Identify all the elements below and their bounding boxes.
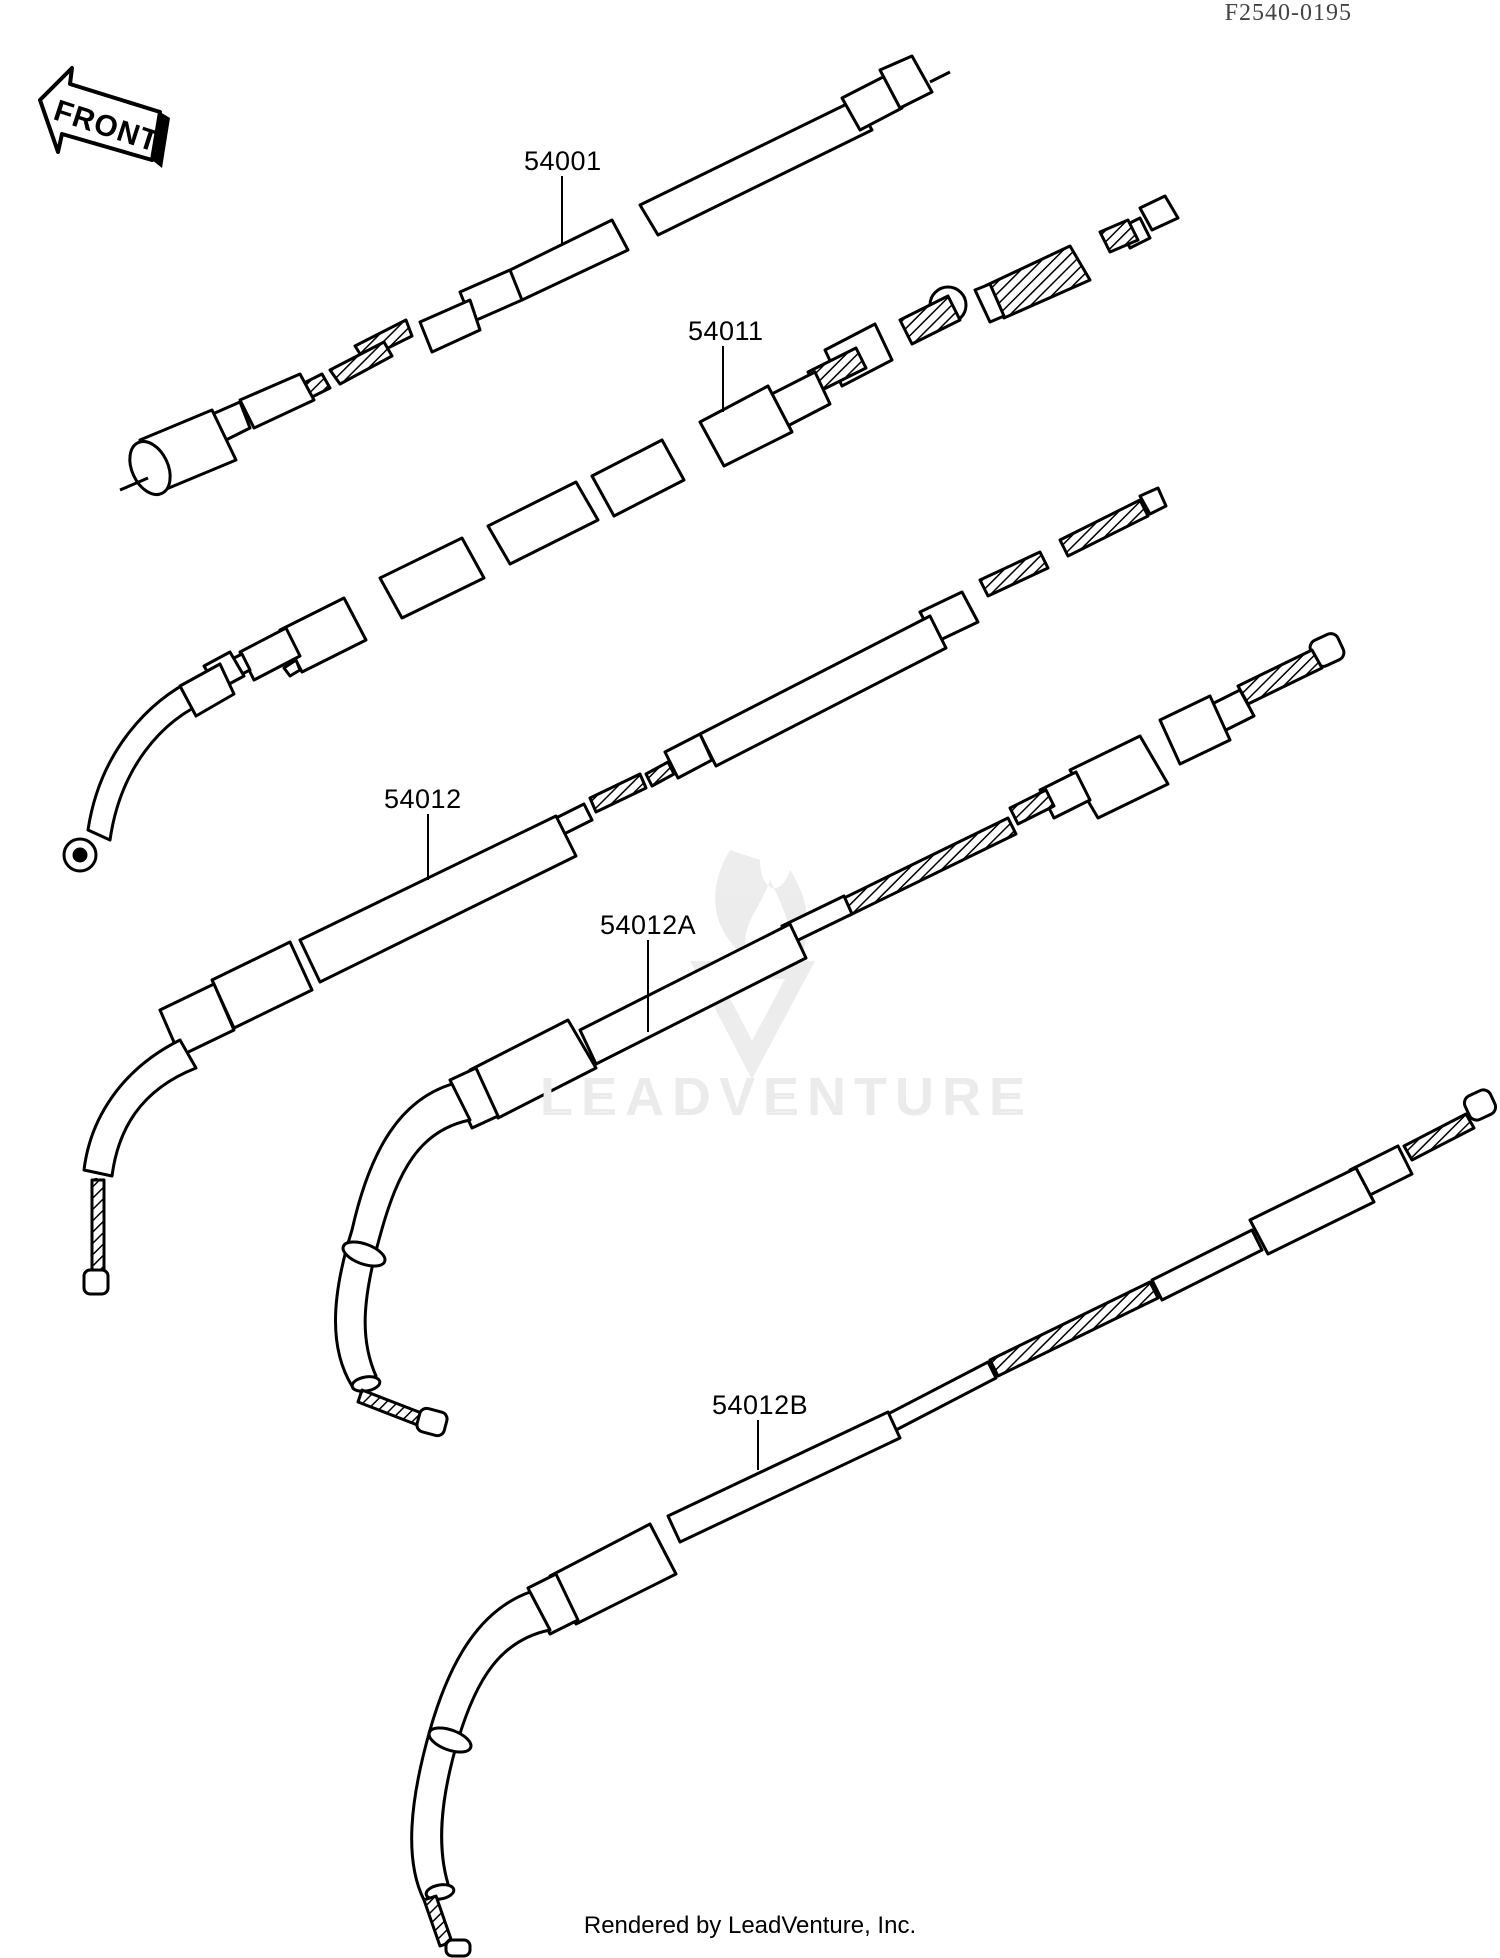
- leader-lines: [427, 176, 759, 1470]
- cable-54012[interactable]: [82, 486, 1168, 1296]
- footer-credit: Rendered by LeadVenture, Inc.: [583, 1912, 917, 1939]
- callout-54012[interactable]: 54012: [382, 784, 464, 814]
- front-arrow-icon: [38, 66, 170, 168]
- cable-54001[interactable]: [119, 54, 951, 501]
- cable-54011[interactable]: [62, 194, 1180, 873]
- callout-54012b[interactable]: 54012B: [710, 1390, 811, 1420]
- callout-54001[interactable]: 54001: [522, 146, 604, 176]
- callout-54011[interactable]: 54011: [686, 316, 766, 346]
- diagram-id: F2540-0195: [1224, 0, 1352, 26]
- cable-54012B[interactable]: [410, 1087, 1499, 1958]
- cable-54012A[interactable]: [334, 631, 1347, 1438]
- callout-54012a[interactable]: 54012A: [598, 910, 699, 940]
- watermark-text: LEADVENTURE: [540, 1067, 1034, 1127]
